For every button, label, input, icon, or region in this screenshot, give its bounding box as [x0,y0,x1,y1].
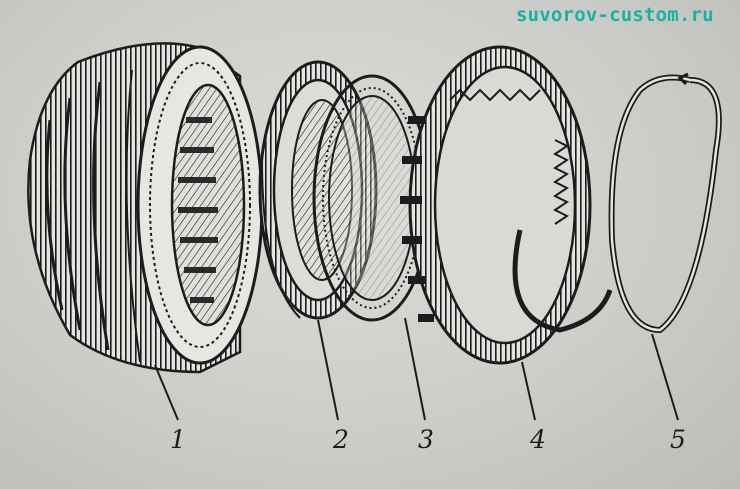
label-part-5: 5 [670,425,686,454]
part-5-spring-ring [608,72,722,334]
leader-3 [404,317,426,421]
watermark-text: suvorov-custom.ru [516,4,714,26]
part-1-sleeve-hub [27,42,264,374]
leader-2 [317,319,339,421]
leader-5 [651,333,679,421]
label-part-1: 1 [170,425,186,454]
label-part-3: 3 [418,425,434,454]
label-part-2: 2 [332,425,349,454]
part-4-synchro-ring [400,45,613,365]
leader-1 [154,364,179,421]
leader-lines [154,317,679,421]
leader-4 [521,361,536,421]
label-part-4: 4 [529,425,546,454]
